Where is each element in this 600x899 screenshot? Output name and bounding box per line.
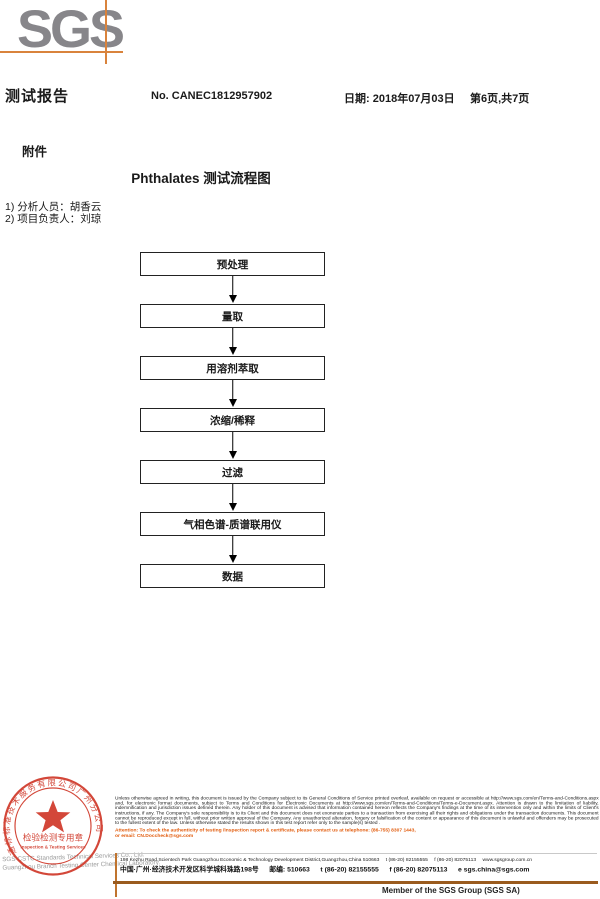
address-cn-email: e sgs.china@sgs.com bbox=[457, 866, 530, 874]
test-flowchart: 预处理 量取 用溶剂萃取 浓缩/稀释 过滤 气相色谱-质谱联用仪 数据 bbox=[140, 252, 325, 588]
arrow-down-icon bbox=[140, 432, 325, 460]
flowchart-title: Phthalates 测试流程图 bbox=[131, 171, 271, 186]
report-date: 日期: 2018年07月03日 bbox=[344, 93, 455, 105]
attention-line2: or email: CN.Doccheck@sgs.com bbox=[115, 832, 194, 839]
address-cn-fax: f (86-20) 82075113 bbox=[389, 866, 448, 874]
star-icon bbox=[35, 800, 71, 833]
attachment-label: 附件 bbox=[22, 145, 48, 159]
address-en-fax: f (86-20) 82075113 bbox=[434, 856, 477, 863]
flow-step-measure: 量取 bbox=[140, 304, 325, 328]
arrow-down-icon bbox=[140, 536, 325, 564]
logo-vertical-rule bbox=[105, 0, 107, 64]
page-indicator: 第6页,共7页 bbox=[470, 93, 530, 105]
address-en: 198 Kezhu Road,Scientech Park Guangzhou … bbox=[120, 856, 380, 863]
flow-step-solvent-extraction: 用溶剂萃取 bbox=[140, 356, 325, 380]
flow-step-concentrate-dilute: 浓缩/稀释 bbox=[140, 408, 325, 432]
footer-legal-block: Unless otherwise agreed in writing, this… bbox=[115, 796, 599, 866]
address-cn: 中国·广州·经济技术开发区科学城科珠路198号 bbox=[120, 866, 259, 874]
arrow-down-icon bbox=[140, 484, 325, 512]
arrow-down-icon bbox=[140, 276, 325, 304]
project-leader-note: 2) 项目负责人：刘琼 bbox=[5, 213, 102, 225]
report-title: 测试报告 bbox=[5, 88, 70, 105]
footer-divider-rule bbox=[113, 881, 598, 884]
inspection-stamp: 通标标准技术服务有限公司广州分公司 检验检测专用章 Inspection & T… bbox=[1, 776, 103, 876]
logo-horizontal-rule bbox=[0, 51, 123, 53]
stamp-center-subtext: Inspection & Testing Services bbox=[20, 845, 85, 850]
arrow-down-icon bbox=[140, 380, 325, 408]
address-top-rule bbox=[115, 853, 597, 854]
address-block: 198 Kezhu Road,Scientech Park Guangzhou … bbox=[120, 855, 597, 889]
flow-step-filter: 过滤 bbox=[140, 460, 325, 484]
sgs-membership-note: Member of the SGS Group (SGS SA) bbox=[382, 886, 520, 895]
address-left-rule bbox=[115, 853, 117, 897]
flow-step-data: 数据 bbox=[140, 564, 325, 588]
arrow-down-icon bbox=[140, 328, 325, 356]
flow-step-gcms: 气相色谱-质谱联用仪 bbox=[140, 512, 325, 536]
address-cn-post: 邮编: 510663 bbox=[269, 866, 310, 874]
flow-step-pretreatment: 预处理 bbox=[140, 252, 325, 276]
sgs-logo: SGS bbox=[17, 0, 125, 59]
attention-line1: Attention: To check the authenticity of … bbox=[115, 827, 416, 833]
analyst-note: 1) 分析人员：胡香云 bbox=[5, 201, 102, 213]
address-en-web: www.sgsgroup.com.cn bbox=[482, 856, 533, 863]
address-cn-tel: t (86-20) 82155555 bbox=[320, 866, 379, 874]
legal-disclaimer: Unless otherwise agreed in writing, this… bbox=[115, 795, 599, 826]
stamp-center-text: 检验检测专用章 bbox=[23, 832, 84, 843]
report-number: No. CANEC1812957902 bbox=[151, 90, 273, 102]
address-en-tel: t (86-20) 82155555 bbox=[385, 856, 428, 863]
